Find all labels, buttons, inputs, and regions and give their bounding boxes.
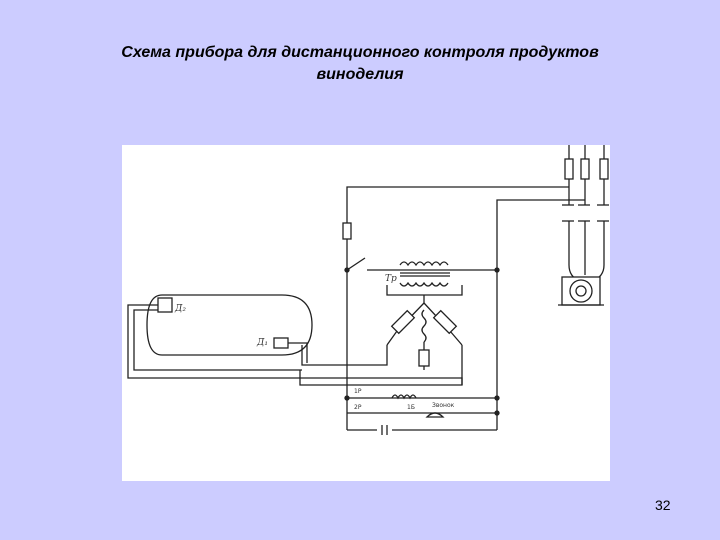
label-d1: Д₁ <box>256 338 268 348</box>
label-tr: Тр <box>385 274 397 284</box>
fuses <box>564 145 609 205</box>
bridge-circuit <box>299 285 463 386</box>
motor <box>558 276 604 306</box>
label-2r: 2Р <box>354 404 362 411</box>
label-1b: 1Б <box>407 404 415 411</box>
circuit-diagram: Тр Д₂ Д₁ <box>122 145 610 481</box>
label-1r: 1Р <box>354 388 362 395</box>
left-fuse <box>342 222 352 240</box>
slide-title: Схема прибора для дистанционного контрол… <box>40 42 680 86</box>
label-d2: Д₂ <box>174 304 186 314</box>
contactor-contacts <box>562 204 609 282</box>
slide-number: 32 <box>655 497 671 513</box>
label-bell: Звонок <box>432 402 455 409</box>
transformer: Тр <box>385 261 450 287</box>
slide-title-line-1: Схема прибора для дистанционного контрол… <box>121 44 599 61</box>
slide-title-line-2: виноделия <box>316 66 404 83</box>
relay-circuit: 1Р 1Б 2Р Звонок <box>344 270 500 435</box>
wine-tank: Д₂ Д₁ <box>146 294 313 356</box>
switch <box>344 257 500 273</box>
circuit-schematic: Тр Д₂ Д₁ <box>127 145 609 435</box>
